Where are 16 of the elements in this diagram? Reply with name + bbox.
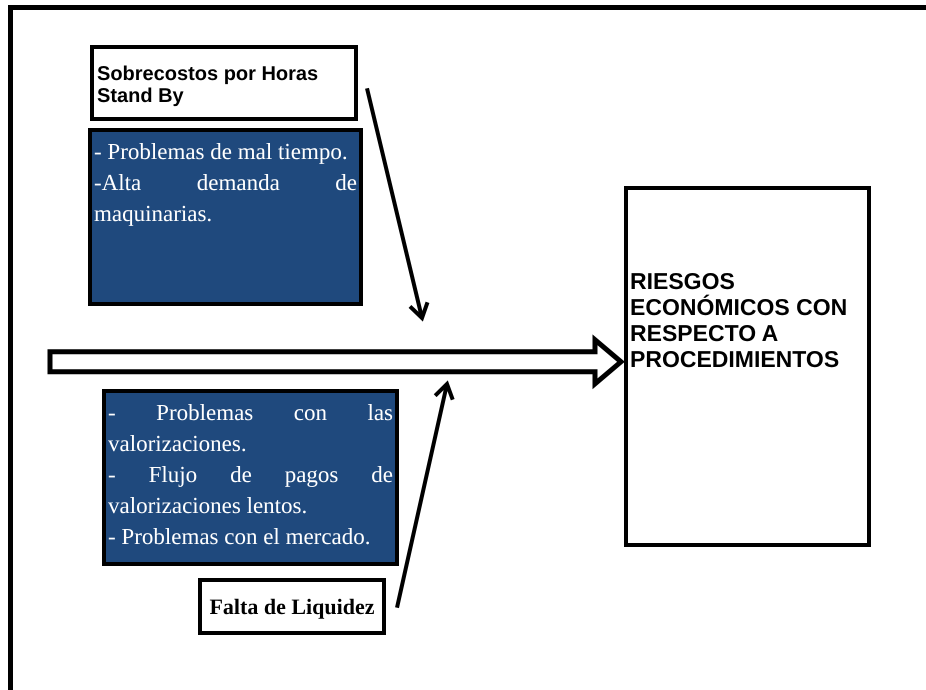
arrow: [395, 382, 455, 608]
spine-arrow: [48, 334, 625, 390]
cause-text: - Problemas de mal tiempo.: [94, 138, 349, 166]
cause-text: - Flujo de pagos de valorizaciones lentos.: [108, 461, 393, 520]
cause-box: [102, 389, 399, 566]
category-box: [90, 45, 358, 121]
effect-title: RIESGOS ECONÓMICOS CON RESPECTO A PROCEDIMIENTOS: [630, 268, 848, 372]
cause-text: - Problemas con las valorizaciones.: [108, 399, 393, 458]
category-title: Sobrecostos por Horas Stand By: [97, 63, 320, 107]
category-box: [198, 578, 386, 635]
category-title: Falta de Liquidez: [209, 593, 374, 621]
cause-text: -Alta demanda de maquinarias.: [94, 169, 357, 228]
arrow: [365, 88, 430, 320]
effect-box: [624, 186, 871, 547]
cause-text: - Problemas con el mercado.: [108, 523, 372, 551]
cause-box: [88, 128, 363, 306]
